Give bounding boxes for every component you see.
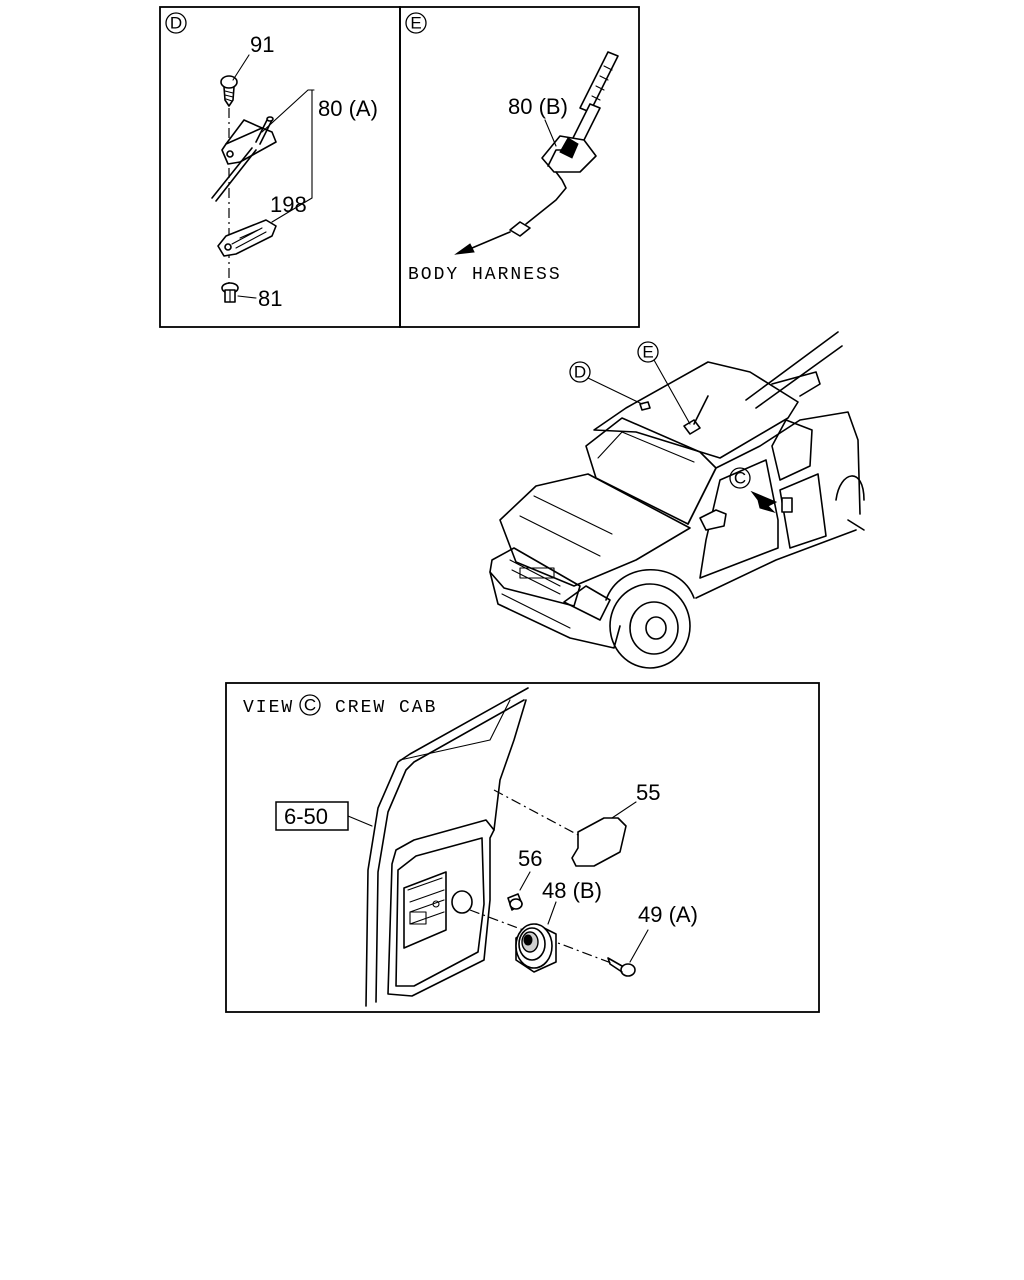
label-56: 56	[518, 846, 542, 871]
view-title-circle	[299, 694, 321, 716]
leader-91	[232, 54, 250, 81]
leader-55	[611, 801, 637, 819]
panel-e-id-circle	[405, 12, 427, 34]
label-198: 198	[270, 192, 307, 217]
clip-56-icon	[507, 893, 523, 911]
leader-198	[271, 197, 313, 223]
vehicle-illustration	[489, 331, 865, 669]
callout-c-circle	[729, 467, 751, 489]
leader-49a	[629, 929, 649, 963]
vehicle-callouts: D E C	[569, 341, 751, 489]
body-harness-label: BODY HARNESS	[408, 265, 562, 285]
label-49a: 49 (A)	[638, 902, 698, 927]
panel-d-id: D	[170, 14, 182, 33]
screw-91-icon	[220, 75, 238, 107]
callout-d: D	[574, 363, 586, 382]
panel-e-id: E	[410, 14, 421, 33]
antenna-mast-80b-icon	[454, 51, 619, 255]
callout-d-circle	[569, 361, 591, 383]
leader-6-50	[347, 815, 373, 827]
label-48b: 48 (B)	[542, 878, 602, 903]
panel-view-c: VIEW C CREW CAB 6-50	[225, 682, 820, 1013]
view-title-prefix: VIEW	[243, 698, 294, 718]
leader-56	[519, 871, 531, 891]
panel-d: D 91 80 (A)	[159, 6, 401, 328]
speaker-cover-55-icon	[571, 817, 627, 867]
label-81: 81	[258, 286, 282, 311]
antenna-base-80a-icon	[211, 116, 277, 202]
panel-e: E 80 (B) BODY HARNESS	[399, 6, 640, 328]
cover-alignment-line	[493, 789, 581, 837]
label-80a: 80 (A)	[318, 96, 378, 121]
leader-48b	[547, 901, 557, 925]
label-6-50: 6-50	[284, 804, 328, 829]
panel-d-id-circle	[165, 12, 187, 34]
callout-e: E	[642, 343, 653, 362]
clip-81-icon	[221, 282, 239, 303]
leader-80b	[544, 119, 557, 147]
speaker-48b-icon	[515, 923, 557, 973]
label-55: 55	[636, 780, 660, 805]
label-91: 91	[250, 32, 274, 57]
label-80b: 80 (B)	[508, 94, 568, 119]
speaker-alignment-line	[469, 909, 615, 965]
callout-e-circle	[637, 341, 659, 363]
rear-door-icon	[365, 687, 529, 1007]
view-title-suffix: CREW CAB	[335, 698, 437, 718]
leader-callout-d	[587, 377, 643, 405]
screw-49a-icon	[607, 957, 636, 977]
leader-81	[237, 295, 257, 299]
gasket-198-icon	[217, 219, 277, 257]
callout-c: C	[734, 469, 746, 488]
leader-callout-e	[653, 359, 691, 425]
view-title-circle-label: C	[304, 696, 316, 715]
